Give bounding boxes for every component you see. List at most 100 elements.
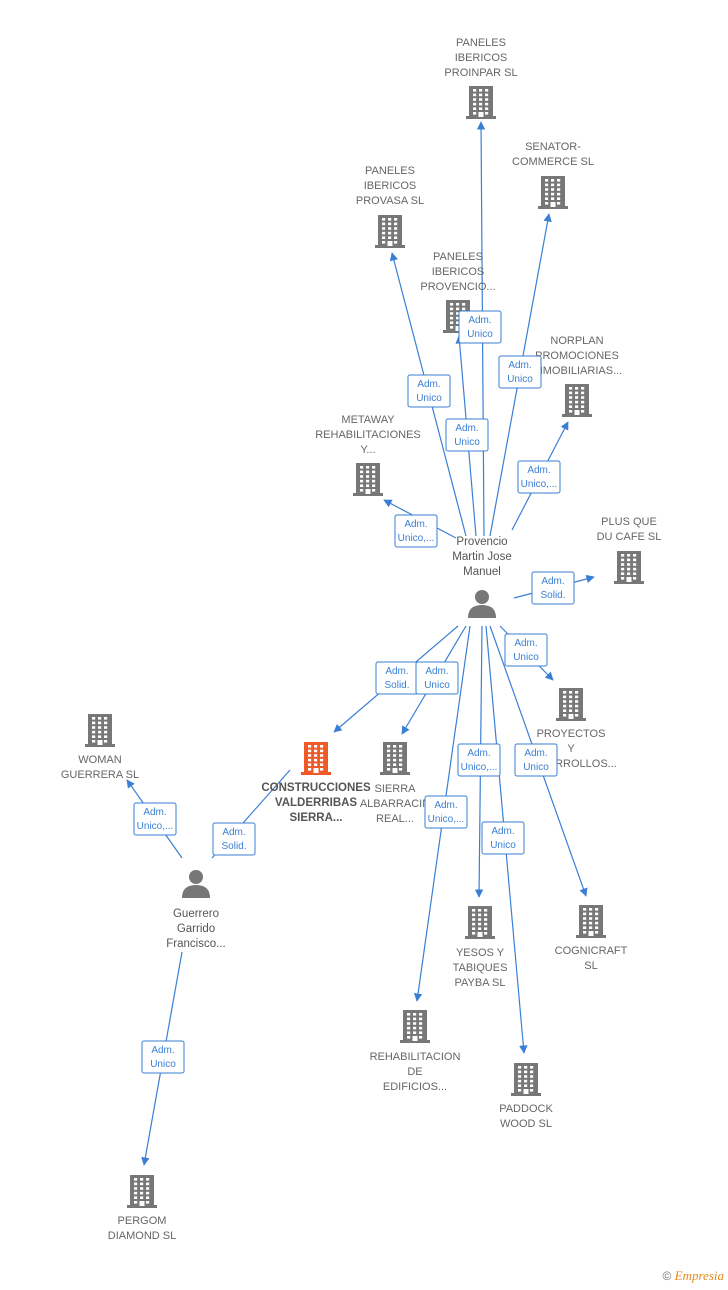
building-window xyxy=(134,1191,138,1195)
edge-label[interactable]: Adm.Unico xyxy=(481,821,525,855)
building-window xyxy=(545,179,549,182)
building-icon xyxy=(511,1063,541,1096)
edge-label[interactable]: Adm.Unico,... xyxy=(394,514,438,548)
building-window xyxy=(569,405,573,408)
building-window xyxy=(589,908,593,911)
building-door xyxy=(478,112,484,117)
building-window xyxy=(524,1070,528,1074)
building-icon xyxy=(127,1175,157,1208)
building-door xyxy=(588,931,594,936)
node-label: WOOD SL xyxy=(500,1118,552,1130)
edge-label[interactable]: Adm.Unico,... xyxy=(457,743,501,777)
building-window xyxy=(407,1013,411,1016)
building-base xyxy=(538,206,568,209)
edge-label[interactable]: Adm.Unico xyxy=(498,355,542,389)
building-window xyxy=(92,726,96,729)
building-window xyxy=(569,704,573,708)
node-label: Martin Jose xyxy=(452,551,511,563)
building-window xyxy=(530,1084,534,1087)
edge-label[interactable]: Adm.Unico xyxy=(407,374,451,408)
building-window xyxy=(394,236,398,239)
building-window xyxy=(399,745,403,748)
edge-label[interactable]: Adm.Unico,... xyxy=(133,802,177,836)
building-window xyxy=(479,107,483,110)
node-norplan[interactable]: NORPLANPROMOCIONESINMOBILIARIAS... xyxy=(532,335,622,417)
building-window xyxy=(478,909,482,912)
edge-label[interactable]: Adm.Unico,... xyxy=(424,795,468,829)
building-window xyxy=(450,321,454,324)
node-label: ALBARRACIN xyxy=(360,798,430,810)
building-window xyxy=(557,197,561,200)
building-icon xyxy=(576,905,606,938)
building-window xyxy=(314,754,318,757)
edge-label[interactable]: Adm.Unico xyxy=(504,633,548,667)
building-base xyxy=(511,1093,541,1096)
node-label: PROVENCIO... xyxy=(420,281,495,293)
building-window xyxy=(382,231,386,235)
building-window xyxy=(92,717,96,720)
building-window xyxy=(92,730,96,734)
node-label: IBERICOS xyxy=(455,52,508,64)
node-guerrero[interactable]: GuerreroGarridoFrancisco... xyxy=(166,870,226,950)
node-label: IBERICOS xyxy=(432,266,485,278)
building-window xyxy=(485,112,489,115)
edge-label[interactable]: Adm.Solid. xyxy=(531,571,575,605)
building-window xyxy=(478,918,482,921)
building-window xyxy=(595,912,599,916)
building-window xyxy=(545,188,549,191)
building-window xyxy=(387,754,391,757)
building-window xyxy=(589,926,593,929)
node-label: SL xyxy=(584,960,597,972)
building-window xyxy=(581,396,585,399)
edge-label-box xyxy=(504,633,548,667)
building-window xyxy=(583,908,587,911)
building-window xyxy=(360,484,364,487)
building-window xyxy=(92,735,96,738)
edge-label[interactable]: Adm.Unico xyxy=(141,1040,185,1074)
building-window xyxy=(399,758,403,762)
node-sierra[interactable]: SIERRAALBARRACINREAL... xyxy=(360,742,430,825)
building-window xyxy=(473,112,477,115)
edge-label[interactable]: Adm.Solid. xyxy=(375,661,419,695)
building-window xyxy=(456,303,460,306)
node-provencio_co[interactable]: PANELESIBERICOSPROVENCIO... xyxy=(420,251,496,333)
edge-label[interactable]: Adm.Unico xyxy=(445,418,489,452)
building-window xyxy=(382,236,386,239)
building-window xyxy=(146,1182,150,1186)
edge-label[interactable]: Adm.Solid. xyxy=(212,822,256,856)
building-base xyxy=(400,1040,430,1043)
node-senator[interactable]: SENATOR-COMMERCE SL xyxy=(512,141,594,209)
building-window xyxy=(388,227,392,230)
node-metaway[interactable]: METAWAYREHABILITACIONESY... xyxy=(315,414,421,496)
building-window xyxy=(478,913,482,917)
building-window xyxy=(524,1084,528,1087)
node-label: YESOS Y xyxy=(456,947,505,959)
building-window xyxy=(473,93,477,97)
node-rehab[interactable]: REHABILITACIONDEEDIFICIOS... xyxy=(370,1010,461,1093)
building-window xyxy=(595,917,599,920)
edge-label[interactable]: Adm.Unico,... xyxy=(517,460,561,494)
building-window xyxy=(473,107,477,110)
building-window xyxy=(472,918,476,921)
building-window xyxy=(589,912,593,916)
building-door xyxy=(97,740,103,745)
edge-label[interactable]: Adm.Unico xyxy=(415,661,459,695)
node-construcciones[interactable]: CONSTRUCCIONESVALDERRIBASSIERRA... xyxy=(261,742,371,824)
edge-label[interactable]: Adm.Unico xyxy=(514,743,558,777)
building-door xyxy=(313,768,319,773)
edge-label-text: Unico xyxy=(150,1059,176,1070)
brand-logo[interactable]: Empresia xyxy=(674,1268,724,1283)
edge-label[interactable]: Adm.Unico xyxy=(458,310,502,344)
building-window xyxy=(320,758,324,762)
building-window xyxy=(388,222,392,226)
building-window xyxy=(372,470,376,474)
